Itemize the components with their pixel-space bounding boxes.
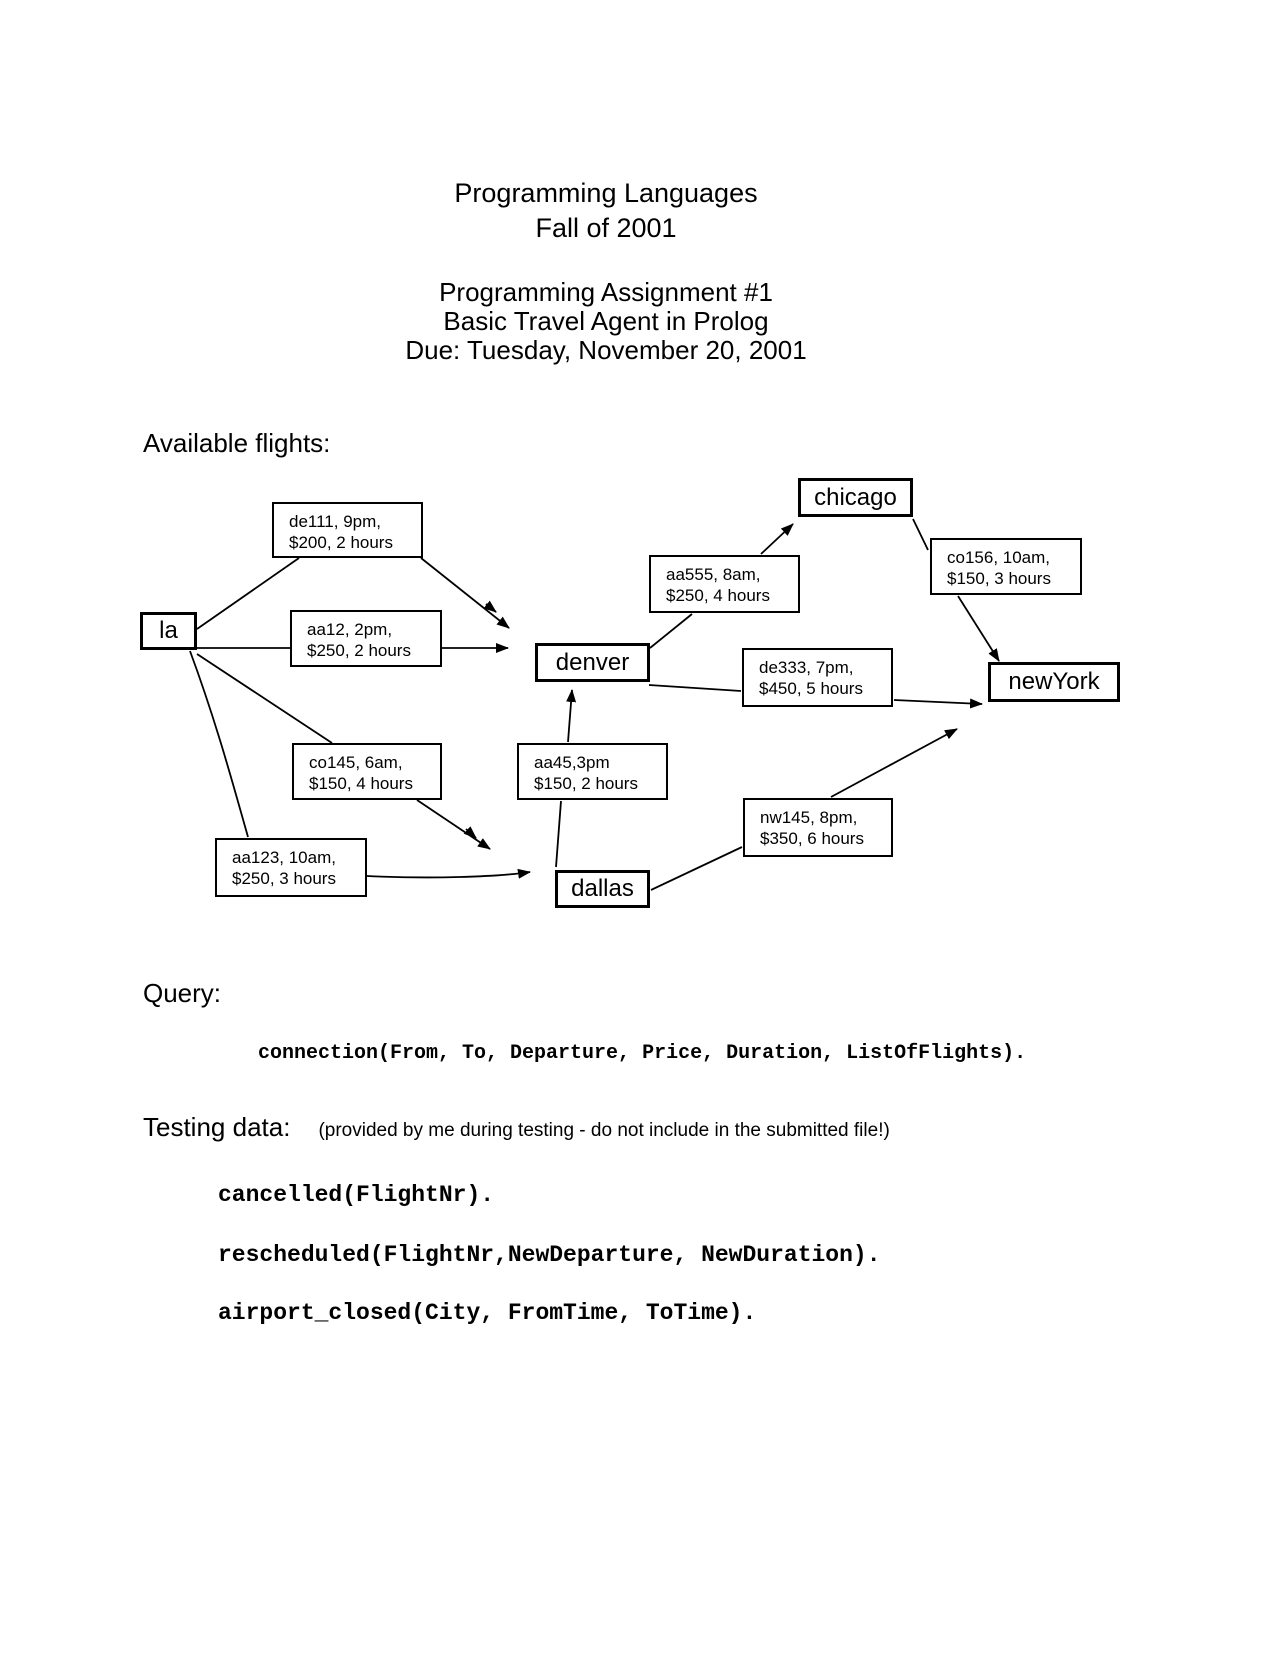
edge-denver-aa555 [649, 613, 693, 649]
flight-aa12-line1: aa12, 2pm, [307, 620, 393, 639]
testing-code-airport-closed: airport_closed(City, FromTime, ToTime). [218, 1300, 757, 1326]
city-label-dallas: dallas [571, 875, 634, 902]
edge-co156-newyork [957, 595, 1000, 662]
flight-box-aa45: aa45,3pm $150, 2 hours [517, 743, 668, 800]
edge-co145-dallas [416, 799, 491, 850]
edge-de111-denver-extra-chevron [483, 600, 497, 613]
flight-de333-line2: $450, 5 hours [759, 679, 863, 698]
city-node-chicago: chicago [798, 478, 913, 517]
flight-aa123-line2: $250, 3 hours [232, 869, 336, 888]
edge-la-aa123 [189, 650, 249, 838]
edge-la-de111 [196, 557, 300, 630]
edge-nw145-newyork [830, 728, 958, 798]
assignment-block: Programming Assignment #1 Basic Travel A… [0, 278, 1212, 365]
flight-aa45-line1: aa45,3pm [534, 753, 610, 772]
flight-co145-line2: $150, 4 hours [309, 774, 413, 793]
flight-co145-line1: co145, 6am, [309, 753, 403, 772]
edge-de333-newyork [893, 698, 983, 709]
flight-de111-line1: de111, 9pm, [289, 512, 381, 531]
title-line-1: Programming Languages [454, 178, 758, 208]
city-label-newyork: newYork [1008, 668, 1100, 695]
flight-box-de333: de333, 7pm, $450, 5 hours [742, 648, 893, 707]
flight-aa45-line2: $150, 2 hours [534, 774, 638, 793]
testing-data-row: Testing data: (provided by me during tes… [143, 1112, 890, 1143]
flight-box-aa123: aa123, 10am, $250, 3 hours [215, 838, 367, 897]
edge-la-co145 [196, 653, 333, 744]
flight-co156-line2: $150, 3 hours [947, 569, 1051, 588]
edge-aa45-denver [566, 689, 577, 743]
flight-aa555-line1: aa555, 8am, [666, 565, 761, 584]
flight-de333-line1: de333, 7pm, [759, 658, 854, 677]
edge-denver-de333 [648, 684, 742, 692]
flight-box-de111: de111, 9pm, $200, 2 hours [272, 502, 423, 558]
city-label-denver: denver [555, 648, 630, 676]
assignment-line-2: Basic Travel Agent in Prolog [443, 306, 769, 336]
edge-aa555-chicago [760, 523, 794, 555]
assignment-line-3: Due: Tuesday, November 20, 2001 [405, 335, 807, 365]
flight-aa555-line2: $250, 4 hours [666, 586, 770, 605]
flight-aa12-line2: $250, 2 hours [307, 641, 411, 660]
edge-dallas-nw145 [650, 846, 743, 891]
assignment-line-1: Programming Assignment #1 [439, 277, 773, 307]
testing-code-cancelled: cancelled(FlightNr). [218, 1182, 495, 1208]
flight-nw145-line1: nw145, 8pm, [760, 808, 858, 827]
flight-box-aa555: aa555, 8am, $250, 4 hours [649, 555, 800, 613]
flight-co156-line1: co156, 10am, [947, 548, 1051, 567]
city-node-la: la [140, 612, 197, 650]
testing-data-note: (provided by me during testing - do not … [318, 1120, 890, 1141]
edge-co145-dallas-extra-chevron [463, 826, 477, 839]
available-flights-heading: Available flights: [143, 428, 331, 458]
testing-data-heading: Testing data: [143, 1112, 291, 1142]
flight-box-nw145: nw145, 8pm, $350, 6 hours [743, 798, 893, 857]
flight-aa123-line1: aa123, 10am, [232, 848, 336, 867]
testing-code-rescheduled: rescheduled(FlightNr,NewDeparture, NewDu… [218, 1242, 881, 1268]
flight-box-co156: co156, 10am, $150, 3 hours [930, 538, 1082, 595]
city-label-chicago: chicago [814, 483, 897, 511]
title-line-2: Fall of 2001 [535, 213, 677, 243]
city-node-dallas: dallas [555, 870, 650, 908]
flight-nw145-line2: $350, 6 hours [760, 829, 864, 848]
edge-dallas-aa45 [555, 800, 562, 868]
flight-de111-line2: $200, 2 hours [289, 533, 393, 552]
query-code: connection(From, To, Departure, Price, D… [258, 1042, 1027, 1065]
city-node-newyork: newYork [988, 662, 1120, 702]
flight-box-co145: co145, 6am, $150, 4 hours [292, 743, 442, 800]
flight-box-aa12: aa12, 2pm, $250, 2 hours [290, 610, 442, 667]
title-block: Programming Languages Fall of 2001 [0, 176, 1212, 246]
city-label-la: la [159, 617, 178, 644]
edge-chicago-co156 [912, 518, 929, 551]
edge-aa123-dallas [366, 868, 531, 879]
query-heading: Query: [143, 978, 222, 1008]
city-node-denver: denver [535, 643, 650, 682]
